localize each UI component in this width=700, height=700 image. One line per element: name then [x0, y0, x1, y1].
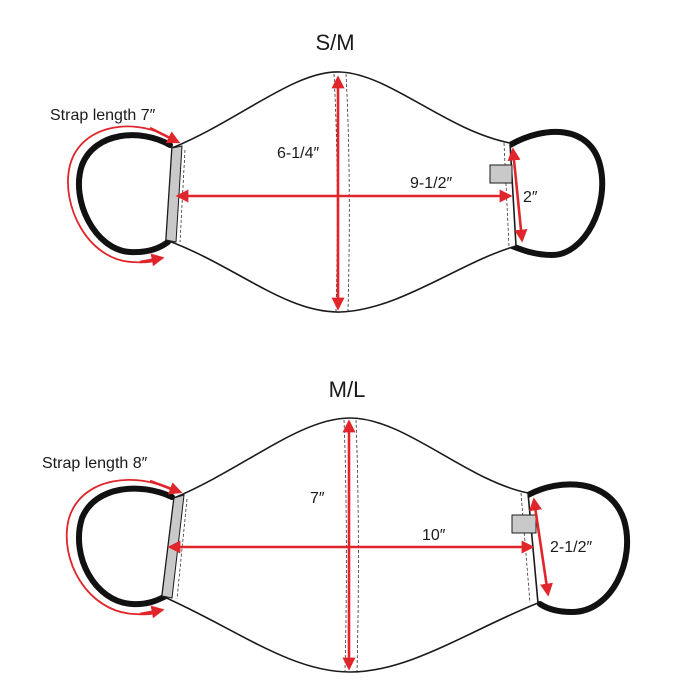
size-tag-sm: [489, 164, 513, 184]
left-strap-ml: [75, 485, 175, 608]
height-label-ml: 7″: [310, 490, 325, 507]
size-tag-ml: [511, 514, 537, 534]
side-label-sm: 2″: [523, 189, 538, 206]
mask-ml: M/L 7″ 10″ 2-1/2″ Strap length 8″: [42, 377, 631, 673]
strap-arrow-bottom-ml: [139, 605, 165, 619]
mask-body-sm: [165, 71, 517, 313]
strap-arrow-top-sm: [149, 126, 181, 144]
width-label-ml: 10″: [422, 527, 446, 544]
strap-length-trace-sm: [67, 125, 171, 264]
width-label-sm: 9-1/2″: [410, 175, 452, 192]
strap-label-ml: Strap length 8″: [42, 455, 148, 472]
mask-sm: S/M 6-1/4″ 9-1/2″ 2″ Strap length 7″: [50, 30, 606, 313]
strap-label-sm: Strap length 7″: [50, 107, 156, 124]
left-strap-sm: [75, 132, 173, 256]
height-label-sm: 6-1/4″: [277, 145, 319, 162]
side-label-ml: 2-1/2″: [550, 539, 592, 556]
right-strap-sm: [507, 128, 606, 259]
strap-arrow-top-ml: [149, 479, 183, 495]
side-arrow-sm: [507, 147, 528, 243]
size-title-sm: S/M: [315, 30, 354, 55]
side-arrow-ml: [529, 497, 553, 597]
left-fold-sm: [165, 145, 183, 243]
size-title-ml: M/L: [329, 377, 366, 402]
strap-arrow-bottom-sm: [139, 253, 165, 267]
right-strap-ml: [525, 481, 631, 616]
